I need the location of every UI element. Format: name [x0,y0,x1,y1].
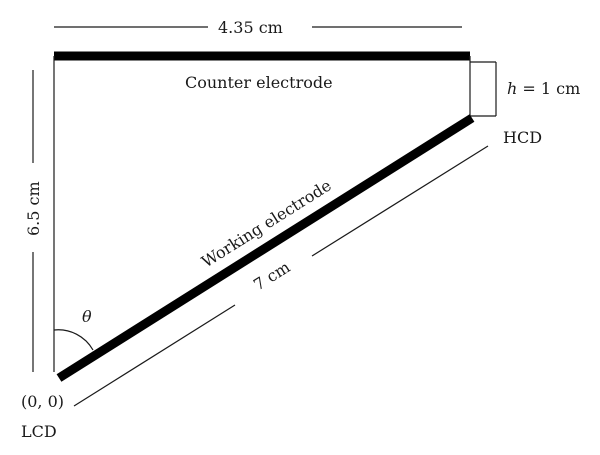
angle-label: θ [82,307,92,326]
h-symbol: h [507,79,517,98]
working-length-line-right [311,145,489,257]
working-electrode-label: Working electrode [198,176,335,272]
h-value: = 1 cm [517,79,580,98]
working-electrode [56,114,475,382]
working-length-line-left [73,304,236,407]
top-length-label: 4.35 cm [218,18,283,37]
lcd-label: LCD [21,422,57,441]
counter-electrode-label: Counter electrode [185,73,333,92]
height-label: 6.5 cm [24,181,43,236]
origin-label: (0, 0) [21,392,64,411]
angle-arc [53,329,94,351]
h-label: h = 1 cm [507,79,580,98]
working-length-label: 7 cm [250,257,293,294]
hcd-label: HCD [503,128,542,147]
